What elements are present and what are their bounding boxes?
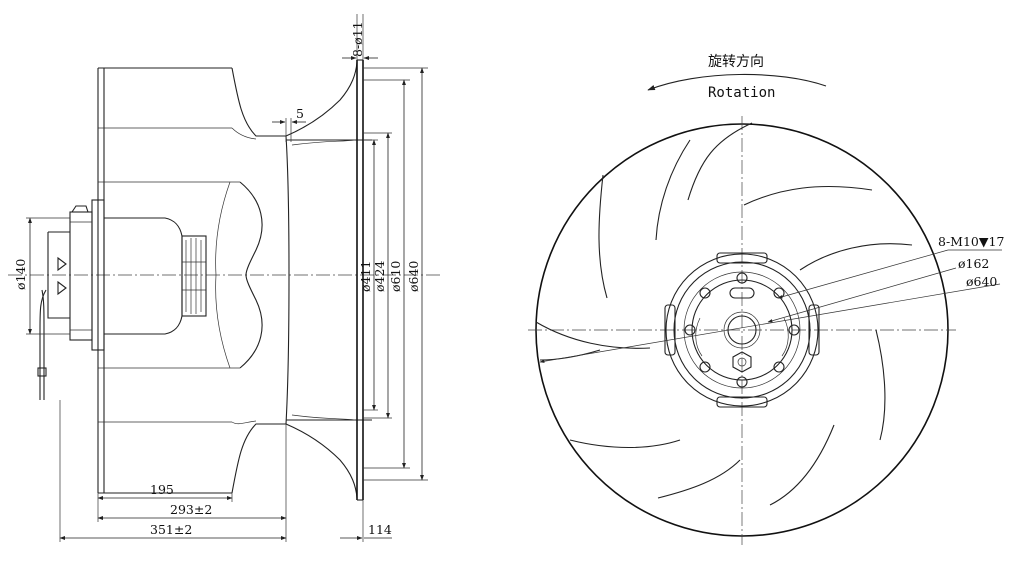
label-d411: ø411	[358, 261, 373, 292]
dim-d140: ø140	[13, 217, 70, 335]
dim-d411: ø411	[358, 139, 378, 411]
dim-d424: ø424	[363, 132, 392, 419]
dim-holes: 8-ø11	[342, 14, 378, 60]
label-114: 114	[368, 522, 392, 537]
label-gap: 5	[296, 106, 304, 121]
label-thread: 8-M10▼17	[938, 234, 1004, 249]
label-351: 351±2	[150, 522, 192, 537]
impeller-profile	[97, 59, 372, 501]
label-d640: ø640	[406, 261, 421, 292]
label-d424: ø424	[372, 261, 387, 292]
label-293: 293±2	[170, 502, 212, 517]
label-d610: ø610	[388, 261, 403, 292]
rotation-arrow	[647, 73, 827, 91]
motor-hub	[664, 252, 820, 408]
dim-lengths: 195 293±2 351±2 114	[59, 400, 392, 542]
motor	[37, 199, 207, 400]
impeller-blades	[535, 122, 913, 506]
rotation-label-en: Rotation	[708, 85, 775, 101]
rotation-label-cn: 旋转方向	[708, 54, 764, 70]
leader-lines: 8-M10▼17 ø162 ø640	[539, 234, 1004, 363]
dim-d610: ø610	[363, 79, 410, 469]
front-view: 旋转方向 Rotation	[528, 54, 1004, 545]
label-d140: ø140	[13, 259, 28, 290]
label-holes: 8-ø11	[350, 21, 365, 57]
label-d162: ø162	[958, 256, 989, 271]
label-195: 195	[150, 482, 174, 497]
dim-gap: 5	[272, 106, 306, 142]
dim-d640: ø640	[363, 67, 428, 481]
side-view: ø140 ø411 ø424 ø610 ø640	[8, 14, 440, 542]
label-front-d640: ø640	[966, 274, 997, 289]
